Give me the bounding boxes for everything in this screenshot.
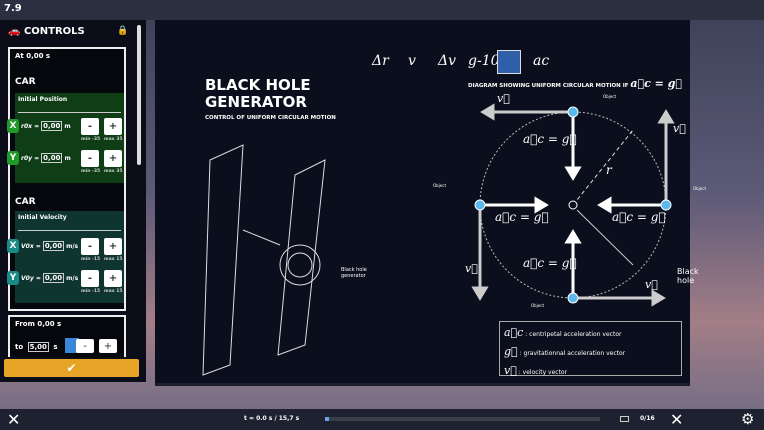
v0x-input[interactable]: 0,00 (42, 241, 65, 251)
y-badge: Y (7, 151, 19, 165)
time-minus-button[interactable]: - (76, 339, 94, 353)
black-hole-label: Black hole (677, 267, 699, 285)
scrollbar[interactable] (137, 25, 141, 165)
timeline-slider[interactable] (325, 417, 600, 421)
v-label: v⃗ (645, 278, 658, 291)
velocity-arrows (471, 103, 675, 307)
controls-header: 🚗 CONTROLS (8, 26, 85, 37)
x-badge: X (7, 239, 19, 253)
legend-box: a⃗c : centripetal acceleration vector g⃗… (499, 321, 682, 377)
tool-delta-v[interactable]: Δv (438, 53, 457, 69)
object-label: Object (531, 303, 545, 308)
object-label: Object (433, 183, 447, 188)
ac-eq-top: a⃗c = g⃗ (523, 132, 577, 146)
at-time-label: At 0,00 s (15, 52, 51, 60)
r0y-plus-button[interactable]: + (104, 150, 122, 167)
v-label: v⃗ (497, 92, 510, 105)
to-input[interactable]: 5,00 (27, 342, 49, 352)
v0y-plus-button[interactable]: + (104, 270, 122, 287)
timeline-handle[interactable] (325, 417, 329, 421)
object-name: CAR (15, 77, 36, 87)
diagram (202, 103, 675, 376)
r0y-minus-button[interactable]: - (81, 150, 99, 167)
from-label: From 0,00 s (15, 320, 62, 328)
v0y-minus-button[interactable]: - (81, 270, 99, 287)
radius-label: r (606, 163, 612, 177)
tool-v[interactable]: v (408, 53, 416, 69)
ac-eq-left: a⃗c = g⃗ (495, 210, 549, 224)
slide-subtitle: CONTROL OF UNIFORM CIRCULAR MOTION (205, 115, 336, 121)
v0y-input[interactable]: 0,00 (42, 273, 65, 283)
r0x-plus-button[interactable]: + (104, 118, 122, 135)
generator-drawing (202, 144, 326, 376)
controls-title: CONTROLS (23, 26, 85, 37)
diagram-title: DIAGRAM SHOWING UNIFORM CIRCULAR MOTION … (468, 77, 683, 90)
acceleration-arrows (480, 112, 666, 298)
x-badge: X (7, 119, 19, 133)
checkbox[interactable] (65, 338, 79, 353)
objects (474, 106, 672, 304)
object-label: Object (693, 186, 707, 191)
top-bar: 7.9 (0, 0, 764, 20)
time-range-box: From 0,00 s to 5,00 s -+ (8, 315, 126, 357)
r0x-input[interactable]: 0,00 (41, 121, 63, 131)
v0x-plus-button[interactable]: + (104, 238, 122, 255)
v-label: v⃗ (465, 262, 478, 275)
radius-line (572, 129, 634, 206)
version-label: 7.9 (4, 3, 22, 14)
r0y-input[interactable]: 0,00 (41, 153, 63, 163)
tool-ac[interactable]: ac (533, 53, 550, 69)
time-plus-button[interactable]: + (99, 339, 117, 353)
legend-ac: a⃗c : centripetal acceleration vector (504, 326, 622, 339)
slides-icon (620, 416, 629, 422)
lock-icon[interactable]: 🔒 (117, 26, 129, 36)
title-line-2: GENERATOR (205, 93, 307, 111)
y-badge: Y (7, 271, 19, 285)
ac-eq-bottom: a⃗c = g⃗ (523, 256, 577, 270)
circular-motion-icon[interactable] (497, 50, 521, 74)
close-icon[interactable]: ✕ (670, 410, 684, 429)
r0x-minus-button[interactable]: - (81, 118, 99, 135)
black-hole-point (568, 200, 578, 210)
page-counter: 0/16 (640, 415, 655, 422)
v-label: v⃗ (673, 122, 686, 135)
legend-v: v⃗ : velocity vector (504, 364, 568, 377)
ac-eq-right: a⃗c = g⃗ (612, 210, 666, 224)
bottom-bar: ✕ t = 0.0 s / 15,7 s 0/16 ✕ ⚙ (0, 409, 764, 430)
object-name: CAR (15, 197, 36, 207)
tool-g[interactable]: g-10 (468, 53, 500, 69)
tool-delta-r[interactable]: Δr (372, 53, 389, 69)
controls-panel: 🚗 CONTROLS 🔒 At 0,00 s CAR Initial Posit… (0, 20, 146, 382)
gear-icon[interactable]: ⚙ (741, 410, 755, 428)
title-line-1: BLACK HOLE (205, 76, 311, 94)
v0x-minus-button[interactable]: - (81, 238, 99, 255)
to-row: to 5,00 s (15, 342, 58, 352)
legend-g: g⃗ : gravitationnal acceleration vector (504, 345, 626, 358)
object-label: Object (603, 94, 617, 99)
confirm-button[interactable]: ✔ (4, 359, 139, 377)
time-readout: t = 0.0 s / 15,7 s (244, 415, 300, 422)
close-icon[interactable]: ✕ (7, 410, 21, 429)
